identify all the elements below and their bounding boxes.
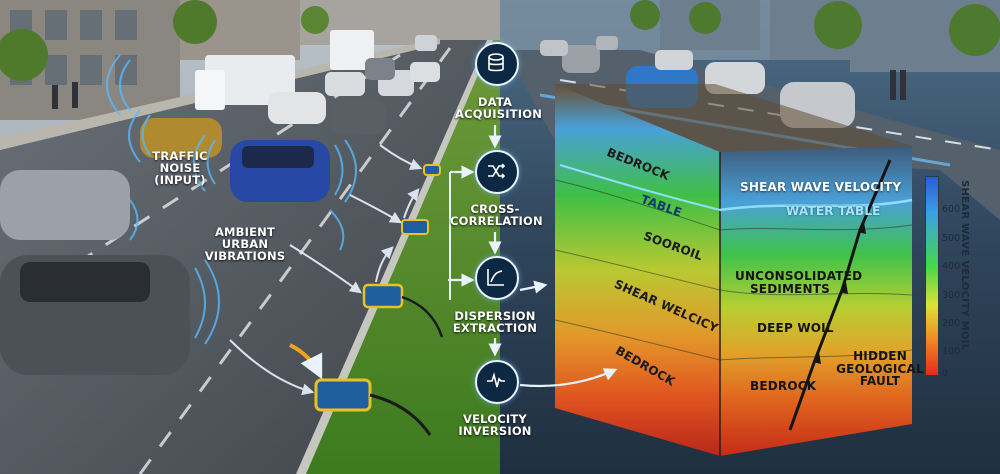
step-velocity-inversion-label: VELOCITY INVERSION: [455, 413, 535, 437]
database-icon: [485, 52, 507, 74]
step-data-acquisition-label: DATA ACQUISITION: [455, 96, 535, 120]
velocity-inversion-node: [475, 360, 519, 404]
block-deep-woil-label: DEEP WOIL: [757, 322, 834, 335]
block-bedrock-right-label: BEDROCK: [750, 380, 816, 393]
data-acquisition-node: [475, 42, 519, 86]
block-unconsolidated-sediments-label: UNCONSOLIDATED SEDIMENTS: [735, 270, 845, 295]
legend-tick: 300: [942, 290, 960, 301]
legend-tick: 500: [942, 233, 960, 244]
shuffle-icon: [485, 160, 507, 182]
hidden-geological-fault-label: HIDDEN GEOLOGICAL FAULT: [835, 350, 925, 388]
dispersion-extraction-node: [475, 256, 519, 300]
waveform-icon: [485, 370, 507, 392]
legend-tick: 600: [942, 204, 960, 215]
legend-tick: 200: [942, 318, 960, 329]
velocity-color-scale: [925, 176, 939, 376]
block-shear-wave-velocity-title: SHEAR WAVE VELOCITY: [740, 181, 901, 194]
legend-tick: 100: [942, 346, 960, 357]
step-cross-correlation-label: CROSS- CORRELATION: [450, 203, 540, 227]
traffic-noise-label: TRAFFIC NOISE (INPUT): [140, 150, 220, 186]
ambient-urban-vibrations-label: AMBIENT URBAN VIBRATIONS: [200, 226, 290, 262]
legend-tick: 0: [942, 368, 948, 379]
legend-tick: 400: [942, 261, 960, 272]
block-water-table-label: WATER TABLE: [786, 205, 881, 218]
step-dispersion-extraction-label: DISPERSION EXTRACTION: [450, 310, 540, 334]
cross-correlation-node: [475, 150, 519, 194]
dispersion-curve-icon: [485, 266, 507, 288]
